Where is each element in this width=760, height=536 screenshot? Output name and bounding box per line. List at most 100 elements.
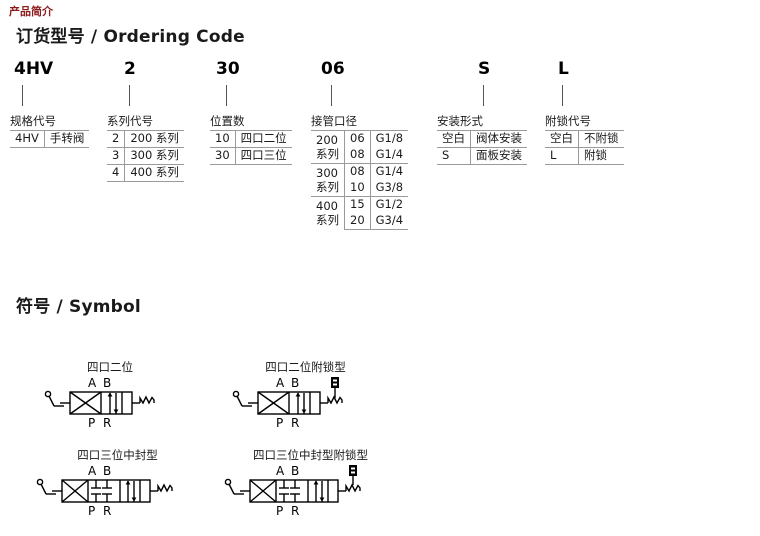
svg-text:P: P <box>276 504 283 517</box>
code-segment-3: 06 <box>321 59 345 79</box>
table-row: 200 系列 06 G1/8 <box>311 130 409 164</box>
series-line-1: 400 <box>316 198 338 213</box>
cell-key: 空白 <box>545 130 579 148</box>
symbol-caption: 四口二位 <box>87 360 133 374</box>
cell-key: 空白 <box>437 130 471 148</box>
cell-value: G3/8 <box>370 180 409 197</box>
spec-table-lock: 空白 不附锁 L 附锁 <box>545 130 624 165</box>
cell-value: 300 系列 <box>124 147 184 165</box>
cell-series: 400 系列 <box>311 196 345 230</box>
cell-value: 手转阀 <box>44 130 90 148</box>
svg-text:R: R <box>291 504 299 517</box>
cell-key: S <box>437 147 471 165</box>
svg-text:B: B <box>103 464 111 478</box>
svg-text:R: R <box>291 416 299 429</box>
svg-text:A: A <box>276 376 285 390</box>
lock-icon <box>331 377 339 388</box>
spec-block-mounting: 安装形式 空白 阀体安装 S 面板安装 <box>437 114 527 165</box>
code-stem-5 <box>562 85 563 106</box>
series-line-2: 系列 <box>316 146 339 161</box>
cell-value: 不附锁 <box>578 130 624 148</box>
table-row: 300 系列 08 G1/4 <box>311 163 409 197</box>
cell-key: 4 <box>107 164 126 182</box>
spec-block-series: 系列代号 2 200 系列 3 300 系列 4 400 系列 <box>107 114 184 182</box>
svg-text:A: A <box>88 464 97 478</box>
table-row: 10 四口二位 <box>210 130 292 148</box>
spec-block-title: 位置数 <box>210 114 245 128</box>
brand-header: 产品简介 <box>9 5 53 18</box>
cell-value: 四口三位 <box>235 147 292 165</box>
cell-value: 四口二位 <box>235 130 292 148</box>
cell-value: G1/2 <box>370 196 409 213</box>
table-row: 20 G3/4 <box>311 213 409 230</box>
cell-key: 2 <box>107 130 126 148</box>
code-stem-1 <box>129 85 130 106</box>
code-segment-4: S <box>478 59 491 79</box>
svg-text:P: P <box>88 416 95 429</box>
code-segment-2: 30 <box>216 59 240 79</box>
valve-symbol-2pos: A B P R <box>44 376 155 429</box>
cell-value: G1/4 <box>370 163 409 180</box>
cell-value: G1/4 <box>370 147 409 164</box>
table-row: 4HV 手转阀 <box>10 130 90 148</box>
spec-table-positions: 10 四口二位 30 四口三位 <box>210 130 292 165</box>
valve-symbol-3pos: A B <box>36 464 173 517</box>
symbol-caption: 四口二位附锁型 <box>265 360 346 374</box>
series-line-2: 系列 <box>316 179 339 194</box>
cell-key: 3 <box>107 147 126 165</box>
spec-block-title: 系列代号 <box>107 114 153 128</box>
spec-block-model: 规格代号 4HV 手转阀 <box>10 114 90 148</box>
cell-value: 400 系列 <box>124 164 184 182</box>
series-line-2: 系列 <box>316 212 339 227</box>
svg-text:P: P <box>276 416 283 429</box>
cell-value: G1/8 <box>370 130 409 147</box>
cell-key: 06 <box>344 130 371 147</box>
cell-value: 面板安装 <box>470 147 527 165</box>
cell-key: 08 <box>344 147 371 164</box>
spec-block-positions: 位置数 10 四口二位 30 四口三位 <box>210 114 292 165</box>
cell-value: 附锁 <box>578 147 624 165</box>
code-stem-4 <box>483 85 484 106</box>
table-row: 400 系列 15 G1/2 <box>311 196 409 230</box>
symbol-item-0: 四口二位 A B P R <box>30 360 190 429</box>
spec-table-port-size: 200 系列 06 G1/8 08 G1/4 300 系列 08 G1/4 10 <box>311 130 409 230</box>
series-line-1: 200 <box>316 132 338 147</box>
table-row: 空白 阀体安装 <box>437 130 527 148</box>
cell-key: 30 <box>210 147 236 165</box>
cell-value: G3/4 <box>370 213 409 230</box>
spec-block-title: 规格代号 <box>10 114 56 128</box>
code-stem-3 <box>331 85 332 106</box>
svg-text:P: P <box>88 504 95 517</box>
valve-symbol-2pos-lock: A B P R <box>232 376 343 429</box>
symbol-caption: 四口三位中封型附锁型 <box>253 448 368 462</box>
cell-key: 15 <box>344 196 371 213</box>
spec-block-lock: 附锁代号 空白 不附锁 L 附锁 <box>545 114 624 165</box>
cell-series: 200 系列 <box>311 130 345 164</box>
svg-text:A: A <box>276 464 285 478</box>
cell-key: 20 <box>344 213 371 230</box>
symbol-item-1: 四口二位附锁型 A B P <box>218 360 393 429</box>
svg-text:R: R <box>103 504 111 517</box>
cell-value: 200 系列 <box>124 130 184 148</box>
code-segment-0: 4HV <box>14 59 54 79</box>
table-row: 08 G1/4 <box>311 147 409 164</box>
spec-block-title: 安装形式 <box>437 114 483 128</box>
spec-table-model: 4HV 手转阀 <box>10 130 90 148</box>
cell-value: 阀体安装 <box>470 130 527 148</box>
svg-text:B: B <box>291 376 299 390</box>
series-line-1: 300 <box>316 165 338 180</box>
cell-key: 08 <box>344 163 371 180</box>
code-segment-1: 2 <box>124 59 136 79</box>
table-row: 空白 不附锁 <box>545 130 624 148</box>
code-stem-2 <box>226 85 227 106</box>
svg-text:B: B <box>291 464 299 478</box>
spec-table-mounting: 空白 阀体安装 S 面板安装 <box>437 130 527 165</box>
cell-key: L <box>545 147 579 165</box>
valve-symbol-3pos-lock: A B <box>224 464 361 517</box>
table-row: 10 G3/8 <box>311 180 409 197</box>
cell-key: 4HV <box>10 130 45 148</box>
cell-key: 10 <box>344 180 371 197</box>
spec-block-port-size: 接管口径 200 系列 06 G1/8 08 G1/4 300 系列 08 <box>311 114 409 230</box>
svg-text:A: A <box>88 376 97 390</box>
spec-block-title: 附锁代号 <box>545 114 591 128</box>
